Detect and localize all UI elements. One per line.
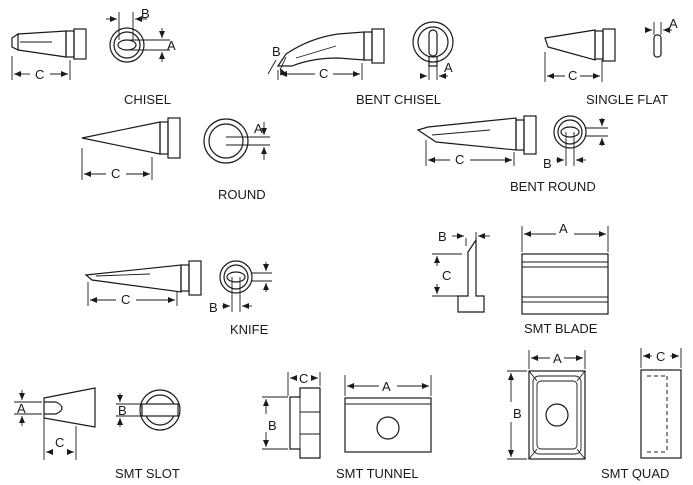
bent-chisel-dim-b: B	[272, 44, 281, 59]
chisel-tip-figure: C B A CHISEL	[11, 6, 176, 107]
bent-round-dim-c: C	[455, 152, 464, 167]
bent-chisel-dim-c: C	[319, 66, 328, 81]
bent-round-tip-figure: C B BENT ROUND	[416, 115, 608, 194]
smt-quad-dim-b: B	[513, 406, 522, 421]
knife-tip-figure: C B KNIFE	[84, 260, 272, 337]
smt-tunnel-dim-a: A	[382, 379, 391, 394]
chisel-dim-a: A	[167, 38, 176, 53]
bent-chisel-caption: BENT CHISEL	[356, 92, 441, 107]
knife-caption: KNIFE	[230, 322, 269, 337]
bent-round-dim-b: B	[543, 156, 552, 171]
smt-tunnel-dim-b: B	[268, 418, 277, 433]
bent-chisel-dim-a: A	[444, 60, 453, 75]
smt-quad-caption: SMT QUAD	[601, 466, 669, 481]
smt-tunnel-dim-c: C	[299, 371, 308, 386]
smt-blade-dim-c: C	[442, 268, 451, 283]
chisel-dim-c: C	[35, 67, 44, 82]
chisel-caption: CHISEL	[124, 92, 171, 107]
round-caption: ROUND	[218, 187, 266, 202]
smt-tunnel-caption: SMT TUNNEL	[336, 466, 419, 481]
smt-quad-dim-a: A	[553, 351, 562, 366]
knife-dim-b: B	[209, 300, 218, 315]
round-dim-c: C	[111, 166, 120, 181]
smt-slot-caption: SMT SLOT	[115, 466, 180, 481]
smt-blade-dim-a: A	[559, 221, 568, 236]
smt-quad-tip-figure: A B C SMT QUAD	[507, 348, 682, 481]
smt-blade-tip-figure: B C A SMT BLADE	[432, 221, 609, 336]
smt-slot-dim-b: B	[118, 403, 127, 418]
bent-chisel-tip-figure: B C A BENT CHISEL	[267, 21, 454, 107]
smt-slot-dim-a: A	[17, 401, 26, 416]
smt-slot-tip-figure: C A B SMT SLOT	[14, 387, 181, 481]
single-flat-tip-figure: C A SINGLE FLAT	[544, 16, 678, 107]
smt-slot-dim-c: C	[55, 435, 64, 450]
single-flat-dim-c: C	[568, 68, 577, 83]
single-flat-dim-a: A	[669, 16, 678, 31]
round-dim-a: A	[254, 121, 263, 136]
smt-quad-dim-c: C	[656, 349, 665, 364]
smt-blade-caption: SMT BLADE	[524, 321, 598, 336]
smt-blade-dim-b: B	[438, 229, 447, 244]
round-tip-figure: C A ROUND	[81, 117, 270, 202]
knife-dim-c: C	[121, 292, 130, 307]
bent-round-caption: BENT ROUND	[510, 179, 596, 194]
single-flat-caption: SINGLE FLAT	[586, 92, 668, 107]
smt-tunnel-tip-figure: C B A SMT TUNNEL	[262, 371, 432, 481]
chisel-dim-b: B	[141, 6, 150, 21]
